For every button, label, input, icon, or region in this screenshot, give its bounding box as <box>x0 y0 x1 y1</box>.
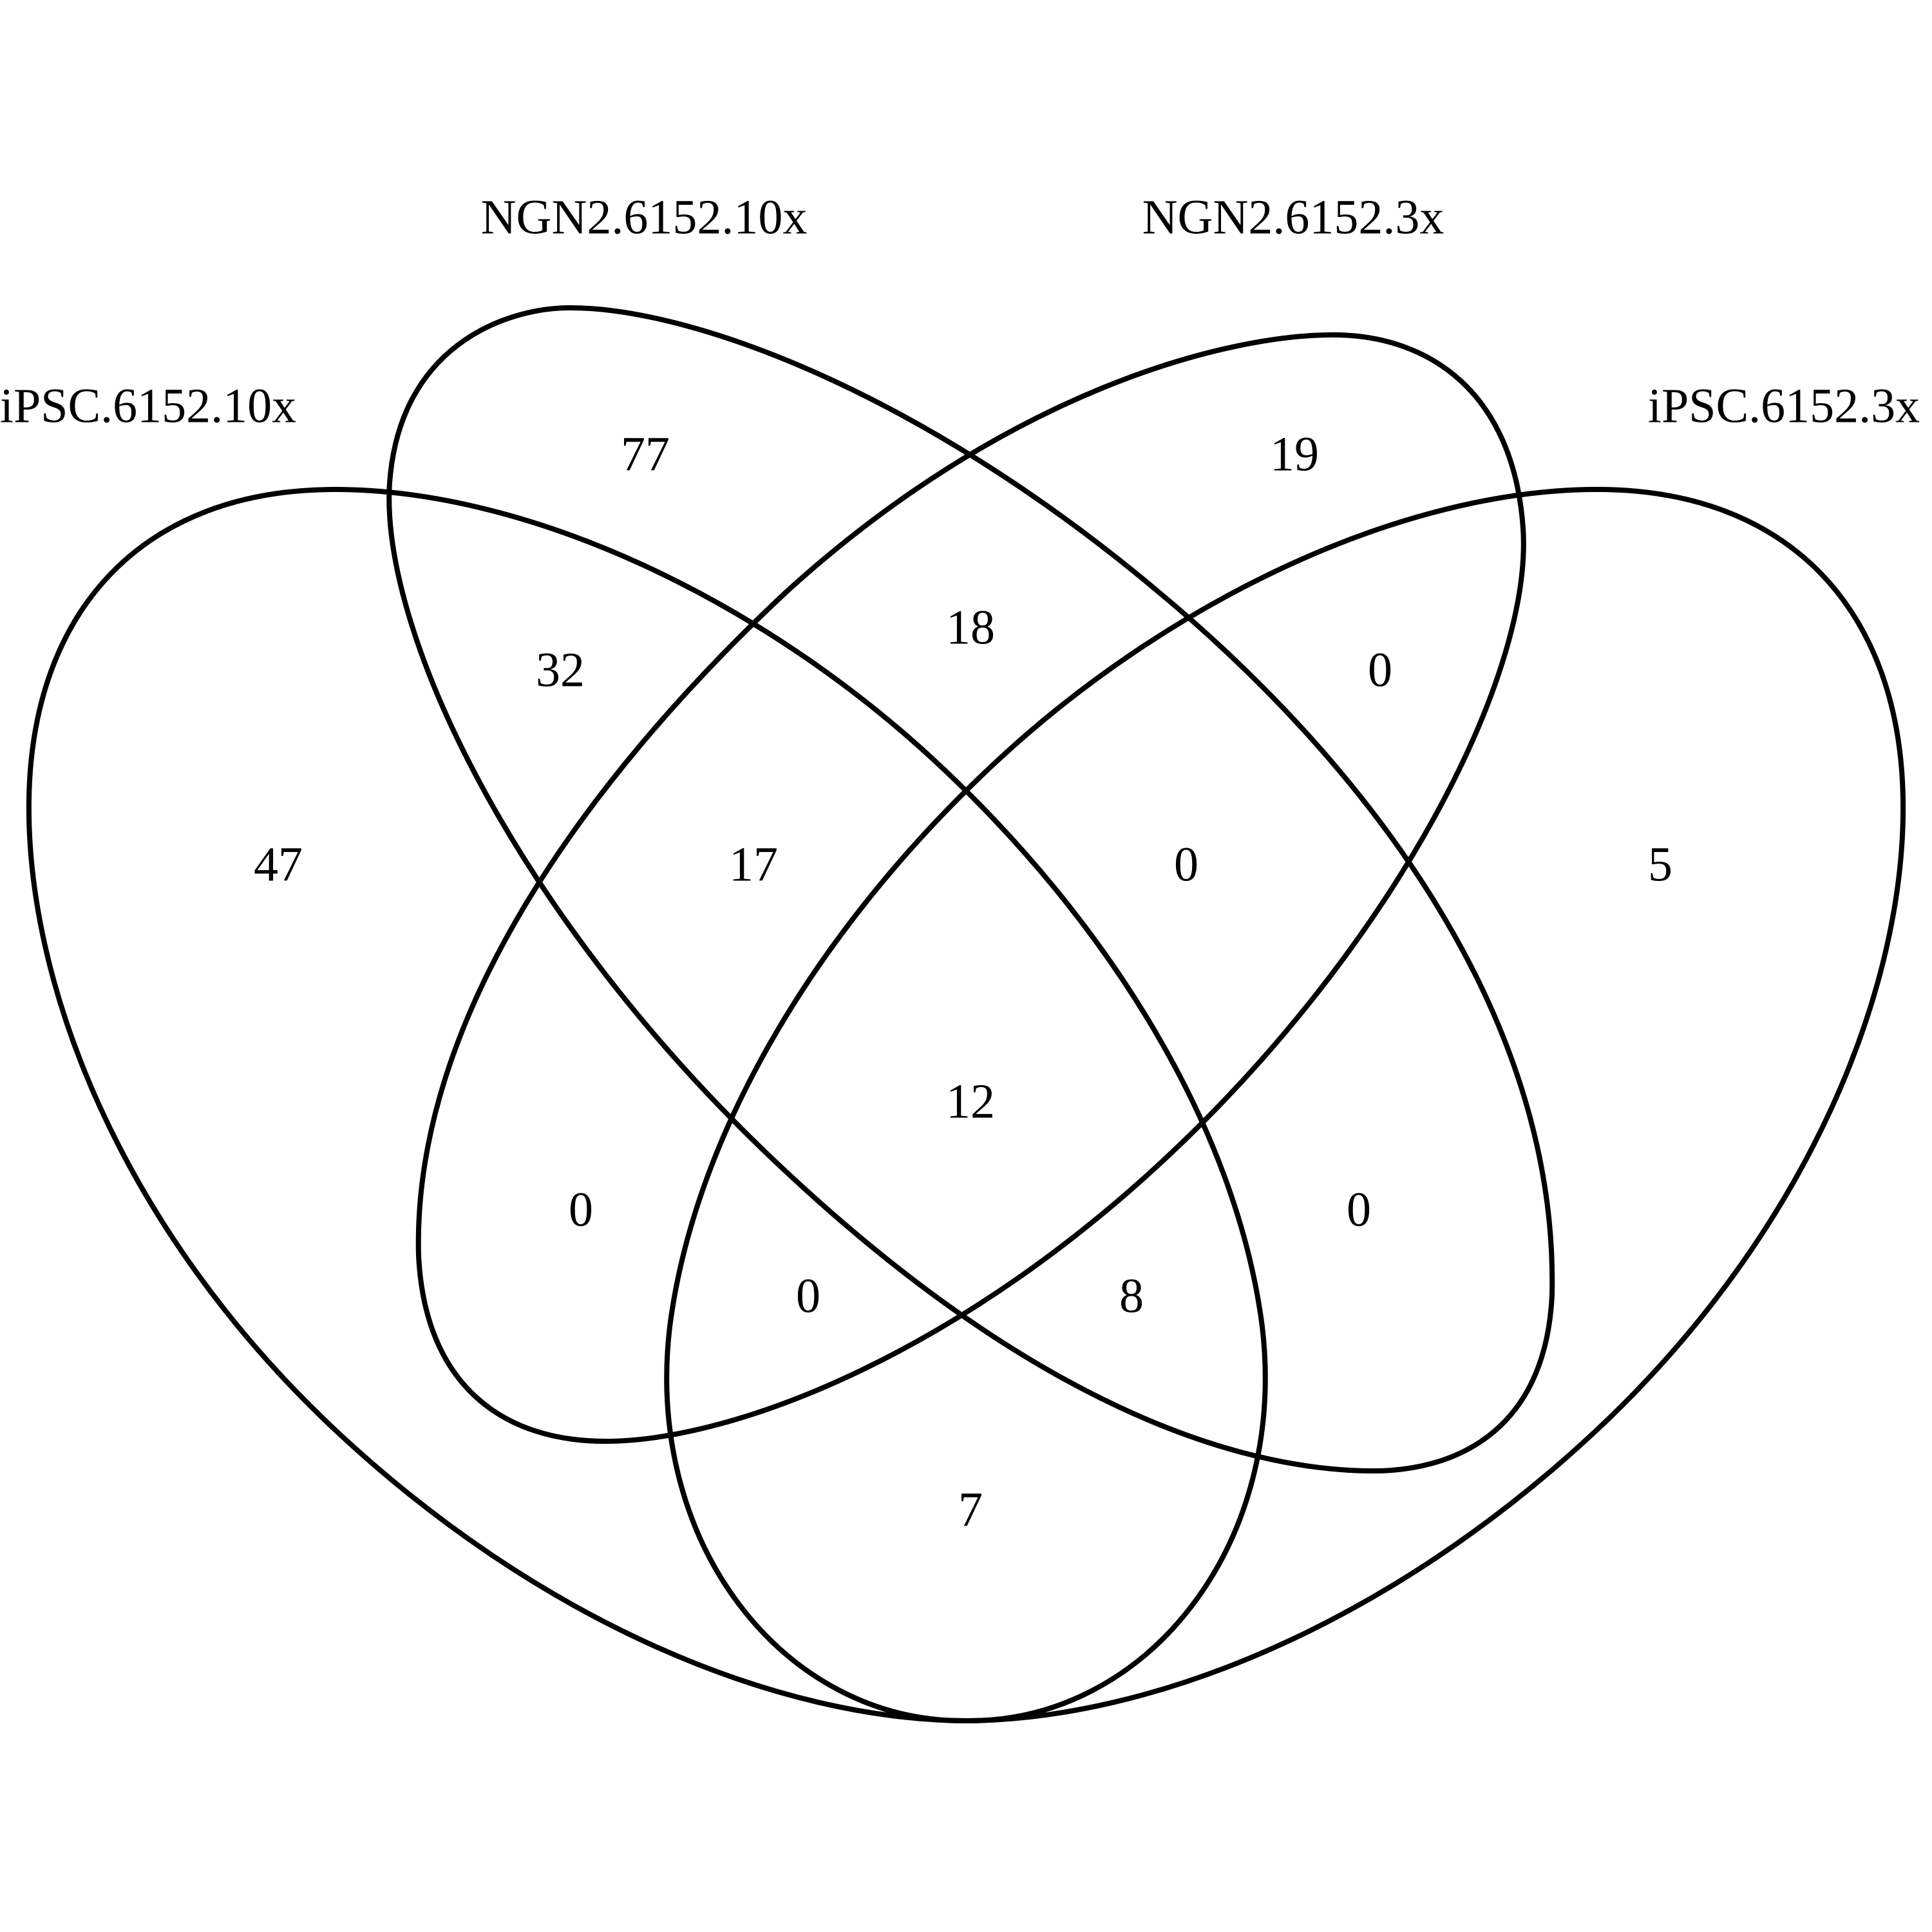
region-count-ad: 7 <box>958 1482 983 1537</box>
set-label-ipsc-3x: iPSC.6152.3x <box>1648 379 1920 433</box>
set-label-ipsc-10x: iPSC.6152.10x <box>0 379 296 433</box>
region-count-bd: 0 <box>1347 1182 1371 1236</box>
set-outline-ngn2-3x <box>415 332 1526 1444</box>
region-count-b-only: 77 <box>621 427 670 481</box>
region-count-d-only: 5 <box>1648 837 1672 891</box>
region-count-ab: 32 <box>536 643 585 697</box>
region-count-c-only: 19 <box>1270 427 1319 481</box>
region-count-abcd: 12 <box>946 1074 995 1128</box>
set-outline-ngn2-10x <box>386 305 1555 1474</box>
region-count-a-only: 47 <box>254 837 303 891</box>
set-outline-ipsc-3x <box>664 486 1906 1724</box>
set-outline-ipsc-10x <box>26 486 1268 1724</box>
region-count-abc: 17 <box>729 837 778 891</box>
region-count-bc: 18 <box>946 600 995 654</box>
set-label-ngn2-3x: NGN2.6152.3x <box>1142 190 1444 244</box>
region-count-cd: 0 <box>1368 643 1392 697</box>
region-count-bcd: 0 <box>1174 837 1198 891</box>
set-label-ngn2-10x: NGN2.6152.10x <box>481 190 808 244</box>
region-count-abd: 8 <box>1119 1269 1144 1323</box>
region-count-acd: 0 <box>796 1269 820 1323</box>
region-count-ac: 0 <box>569 1182 593 1236</box>
